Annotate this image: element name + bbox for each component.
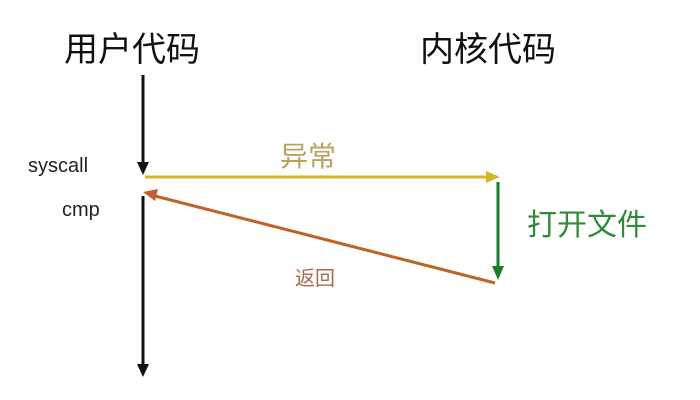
user-code-title: 用户代码 (64, 31, 200, 69)
syscall-label: syscall (28, 155, 89, 177)
open-file-arrow (492, 182, 504, 280)
exception-label: 异常 (280, 141, 337, 172)
return-label: 返回 (295, 268, 335, 290)
user-timeline-bottom-arrow (137, 196, 149, 377)
user-timeline-top-arrow (137, 75, 149, 175)
kernel-code-title: 内核代码 (420, 31, 556, 69)
return-arrow (143, 189, 496, 285)
open-file-label: 打开文件 (527, 209, 647, 242)
exception-arrow (145, 171, 500, 183)
cmp-label: cmp (62, 199, 100, 221)
